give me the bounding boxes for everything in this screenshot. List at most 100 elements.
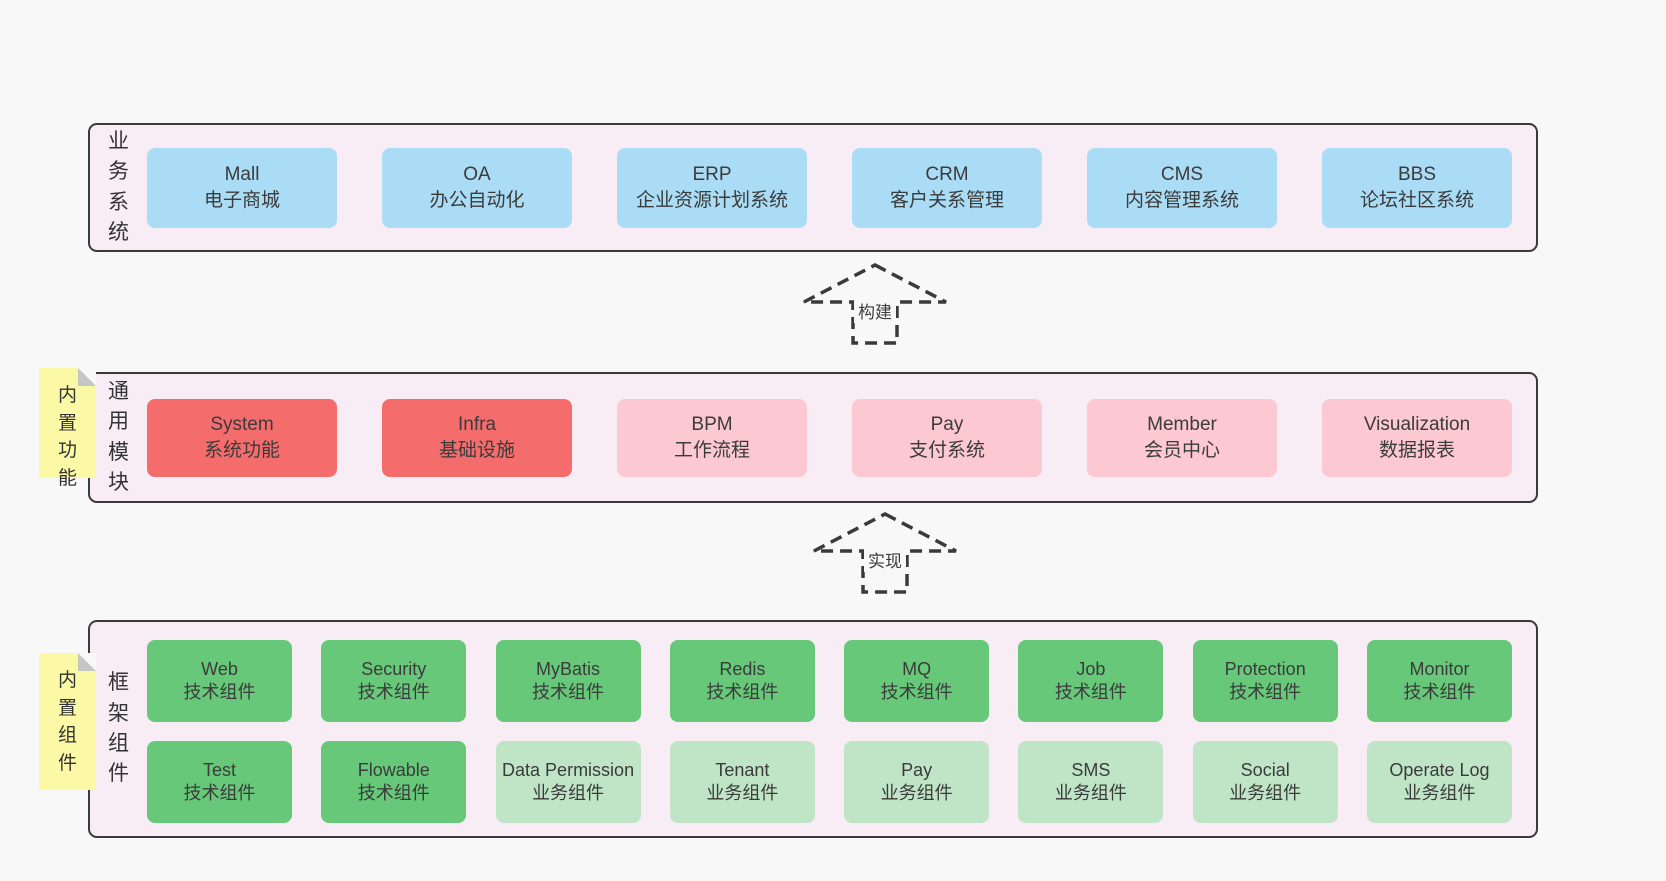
box-title: ERP <box>692 164 732 186</box>
box-protection: Protection 技术组件 <box>1192 640 1338 722</box>
sticky-text: 内置组件 <box>57 670 77 774</box>
box-title: Mall <box>224 164 260 186</box>
box-subtitle: 业务组件 <box>532 783 605 803</box>
box-title: Test <box>202 759 236 780</box>
dashed-up-arrow-icon <box>803 263 947 345</box>
box-pay: Pay 支付系统 <box>852 398 1042 477</box>
box-subtitle: 办公自动化 <box>429 189 525 211</box>
box-subtitle: 技术组件 <box>183 783 256 803</box>
box-test: Test 技术组件 <box>147 741 292 823</box>
box-pay-biz: Pay 业务组件 <box>844 741 990 823</box>
box-mybatis: MyBatis 技术组件 <box>495 640 641 722</box>
box-subtitle: 内容管理系统 <box>1124 189 1239 211</box>
component-row-1: Web 技术组件 Security 技术组件 MyBatis 技术组件 Redi… <box>147 640 1512 722</box>
box-title: CRM <box>925 164 969 186</box>
box-subtitle: 业务组件 <box>1229 783 1302 803</box>
sticky-note-built-in-components: 内置组件 <box>39 653 96 790</box>
box-web: Web 技术组件 <box>147 640 292 722</box>
box-visualization: Visualization 数据报表 <box>1322 398 1512 477</box>
box-title: MQ <box>902 658 932 679</box>
box-title: Infra <box>457 414 497 436</box>
band-label: 业务系统 <box>90 125 147 250</box>
box-title: Data Permission <box>502 759 635 780</box>
box-title: CMS <box>1160 164 1204 186</box>
band-label: 框架组件 <box>90 622 147 836</box>
box-subtitle: 电子商城 <box>203 189 280 211</box>
box-bpm: BPM 工作流程 <box>617 398 807 477</box>
box-tenant: Tenant 业务组件 <box>669 741 815 823</box>
box-title: Flowable <box>357 759 430 780</box>
sticky-note-built-in-features: 内置功能 <box>39 368 96 489</box>
box-operate-log: Operate Log 业务组件 <box>1366 741 1512 823</box>
box-subtitle: 业务组件 <box>1054 783 1127 803</box>
band-label-text: 框架组件 <box>108 671 129 786</box>
box-title: OA <box>463 164 491 186</box>
box-erp: ERP 企业资源计划系统 <box>617 147 807 228</box>
box-member: Member 会员中心 <box>1087 398 1277 477</box>
band-common-modules: 通用模块 System 系统功能 Infra 基础设施 BPM 工作流程 Pay… <box>88 372 1538 503</box>
box-system: System 系统功能 <box>147 398 337 477</box>
box-social: Social 业务组件 <box>1192 741 1338 823</box>
box-subtitle: 工作流程 <box>673 439 750 461</box>
band-label: 通用模块 <box>90 374 147 501</box>
box-title: System <box>210 414 274 436</box>
band-content: Mall 电子商城 OA 办公自动化 ERP 企业资源计划系统 CRM 客户关系… <box>147 125 1536 250</box>
box-title: SMS <box>1071 759 1111 780</box>
box-infra: Infra 基础设施 <box>382 398 572 477</box>
box-redis: Redis 技术组件 <box>669 640 815 722</box>
arrow-build: 构建 <box>800 262 950 346</box>
box-title: Member <box>1147 414 1217 436</box>
box-title: Web <box>201 658 238 679</box>
box-title: Visualization <box>1363 414 1471 436</box>
box-title: Pay <box>930 414 964 436</box>
box-subtitle: 数据报表 <box>1378 439 1455 461</box>
sticky-text: 内置功能 <box>57 385 77 489</box>
box-cms: CMS 内容管理系统 <box>1087 147 1277 228</box>
box-job: Job 技术组件 <box>1018 640 1164 722</box>
box-subtitle: 业务组件 <box>1403 783 1476 803</box>
box-flowable: Flowable 技术组件 <box>321 741 467 823</box>
box-subtitle: 业务组件 <box>706 783 779 803</box>
box-subtitle: 技术组件 <box>357 783 430 803</box>
box-subtitle: 技术组件 <box>1403 682 1476 702</box>
box-monitor: Monitor 技术组件 <box>1366 640 1512 722</box>
band-content: System 系统功能 Infra 基础设施 BPM 工作流程 Pay 支付系统… <box>147 374 1536 501</box>
box-data-permission: Data Permission 业务组件 <box>495 741 641 823</box>
box-oa: OA 办公自动化 <box>382 147 572 228</box>
box-subtitle: 系统功能 <box>203 439 280 461</box>
box-title: BPM <box>691 414 733 436</box>
band-label-text: 业务系统 <box>108 129 129 244</box>
box-subtitle: 技术组件 <box>357 682 430 702</box>
box-subtitle: 技术组件 <box>880 682 953 702</box>
box-title: BBS <box>1397 164 1437 186</box>
box-subtitle: 支付系统 <box>908 439 985 461</box>
box-title: Social <box>1240 759 1290 780</box>
box-title: Pay <box>901 759 933 780</box>
box-sms: SMS 业务组件 <box>1018 741 1164 823</box>
dashed-up-arrow-icon <box>813 512 957 594</box>
box-subtitle: 技术组件 <box>706 682 779 702</box>
arrow-implement: 实现 <box>810 511 960 595</box>
box-title: MyBatis <box>536 658 601 679</box>
box-subtitle: 客户关系管理 <box>889 189 1004 211</box>
box-title: Protection <box>1224 658 1306 679</box>
box-title: Monitor <box>1409 658 1470 679</box>
box-subtitle: 技术组件 <box>532 682 605 702</box>
arrow-label: 构建 <box>854 298 896 323</box>
box-subtitle: 会员中心 <box>1143 439 1220 461</box>
box-subtitle: 业务组件 <box>880 783 953 803</box>
box-subtitle: 技术组件 <box>1054 682 1127 702</box>
box-mq: MQ 技术组件 <box>844 640 990 722</box>
box-title: Tenant <box>715 759 770 780</box>
box-security: Security 技术组件 <box>321 640 467 722</box>
box-subtitle: 技术组件 <box>1229 682 1302 702</box>
arrow-label: 实现 <box>864 547 906 572</box>
box-title: Security <box>361 658 427 679</box>
band-framework-components: 框架组件 Web 技术组件 Security 技术组件 MyBatis 技术组件… <box>88 620 1538 838</box>
box-subtitle: 论坛社区系统 <box>1359 189 1474 211</box>
component-row-2: Test 技术组件 Flowable 技术组件 Data Permission … <box>147 741 1512 823</box>
box-bbs: BBS 论坛社区系统 <box>1322 147 1512 228</box>
box-title: Job <box>1076 658 1106 679</box>
box-title: Redis <box>719 658 766 679</box>
